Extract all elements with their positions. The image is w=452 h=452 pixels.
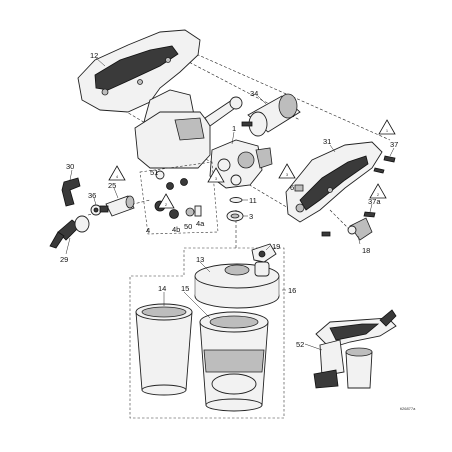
svg-text:3: 3 [286,172,289,177]
screw-37a [321,211,376,237]
svg-text:2: 2 [165,202,168,207]
lid-13 [194,261,280,309]
nozzle-25 [99,195,135,217]
knob-18 [347,217,373,241]
label-37a: 37a [368,197,381,206]
label-29: 29 [60,255,68,264]
label-31: 31 [323,137,331,146]
warning-triangle-2: 2 [157,193,175,209]
label-36: 36 [88,191,96,200]
seal-3 [226,210,244,222]
warning-triangle-4: 4 [108,165,126,181]
label-1: 1 [232,124,236,133]
motor-34 [241,93,301,137]
label-12: 12 [90,51,98,60]
valve-parts-group [139,161,219,235]
label-16: 16 [288,286,296,295]
label-11: 11 [249,196,257,205]
lid-valve-19 [251,243,277,263]
tip-assembly-29 [49,215,90,249]
label-50: 50 [184,222,192,231]
label-52: 52 [296,340,304,349]
label-18: 18 [362,246,370,255]
assembled-view-52 [313,309,397,389]
container-15 [199,311,269,412]
label-6: 6 [290,183,294,192]
housing-half-31 [285,141,383,223]
small-part-6 [294,184,304,192]
label-34: 34 [250,89,258,98]
label-4a: 4a [196,219,205,228]
leader-lines [65,57,395,351]
label-15: 15 [181,284,189,293]
svg-text:1: 1 [386,128,389,133]
warning-triangle-1: 1 [378,119,396,135]
label-3: 3 [249,212,253,221]
warning-triangle-2b: 2 [369,183,387,199]
label-30: 30 [66,162,74,171]
svg-text:3: 3 [215,176,218,181]
svg-text:2: 2 [377,192,380,197]
warning-triangle-3: 3 [278,163,296,179]
label-4b: 4b [172,225,180,234]
screw-37 [373,155,396,174]
label-4: 4 [146,226,150,235]
label-51: 51 [150,168,158,177]
label-37: 37 [390,140,398,149]
seal-11 [229,197,243,203]
pump-body-1 [209,139,273,189]
part-labels: 12 34 1 37 31 30 51 25 36 6 11 29 3 37a … [60,51,416,411]
warning-triangle-3b: 3 [207,167,225,183]
label-19: 19 [272,242,280,251]
spray-tip-30 [61,177,81,207]
base-housing [134,96,243,169]
label-13: 13 [196,255,204,264]
svg-text:4: 4 [116,174,119,179]
label-25: 25 [108,181,116,190]
tip-guard-36 [90,204,102,216]
container-group-16 [129,247,285,419]
drawing-number: ti26877a [400,406,416,411]
cup-14 [135,303,193,396]
label-14: 14 [158,284,166,293]
